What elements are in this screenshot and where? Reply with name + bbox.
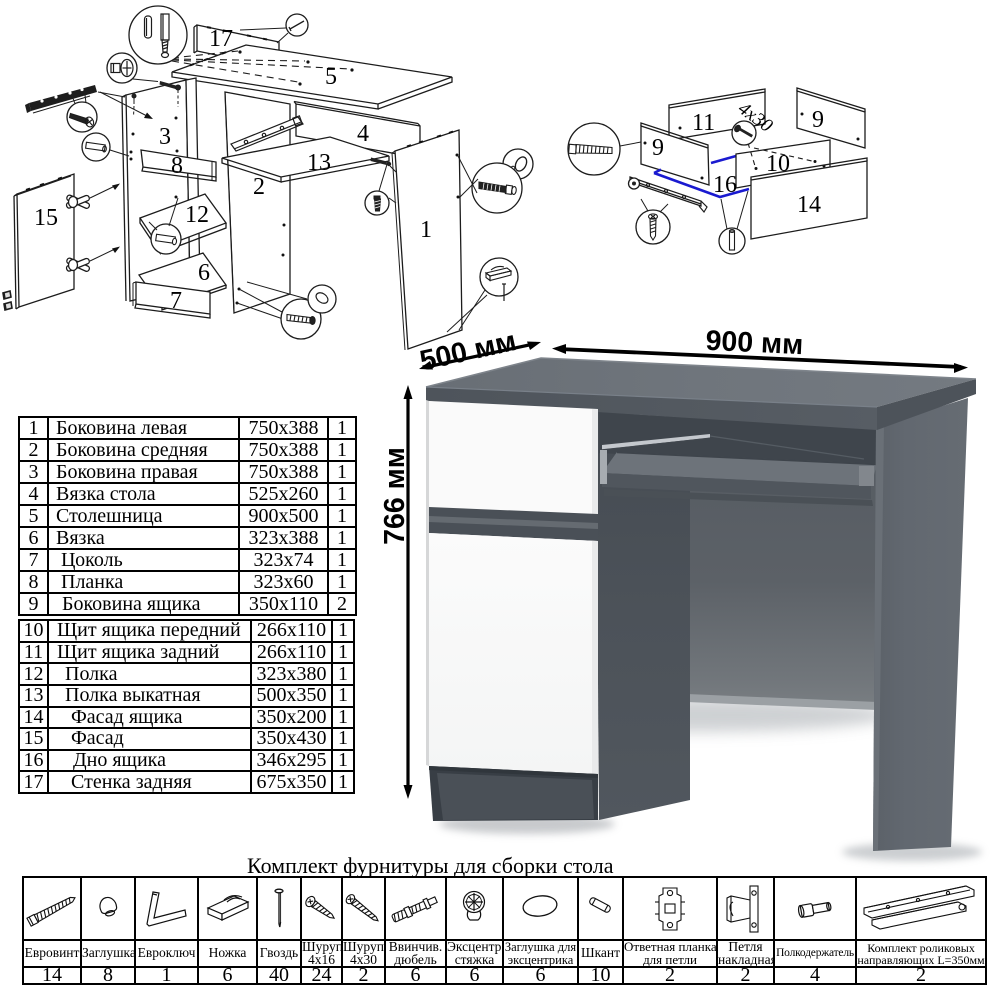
svg-text:12: 12	[185, 202, 209, 228]
svg-text:1: 1	[420, 217, 432, 243]
svg-text:4: 4	[357, 121, 369, 147]
svg-text:17: 17	[209, 26, 233, 52]
svg-text:10: 10	[766, 151, 790, 177]
svg-text:16: 16	[713, 172, 737, 198]
svg-text:900 мм: 900 мм	[705, 325, 804, 361]
svg-text:7: 7	[170, 288, 182, 314]
svg-text:3: 3	[159, 124, 171, 150]
svg-text:6: 6	[198, 260, 210, 286]
svg-text:14: 14	[797, 192, 821, 218]
svg-text:9: 9	[812, 107, 824, 133]
svg-text:15: 15	[34, 205, 58, 231]
svg-text:2: 2	[253, 174, 265, 200]
svg-text:5: 5	[325, 64, 337, 90]
svg-text:11: 11	[692, 110, 715, 136]
svg-text:766 мм: 766 мм	[379, 447, 411, 545]
svg-text:13: 13	[307, 150, 331, 176]
svg-text:9: 9	[652, 135, 664, 161]
svg-text:8: 8	[171, 153, 183, 179]
